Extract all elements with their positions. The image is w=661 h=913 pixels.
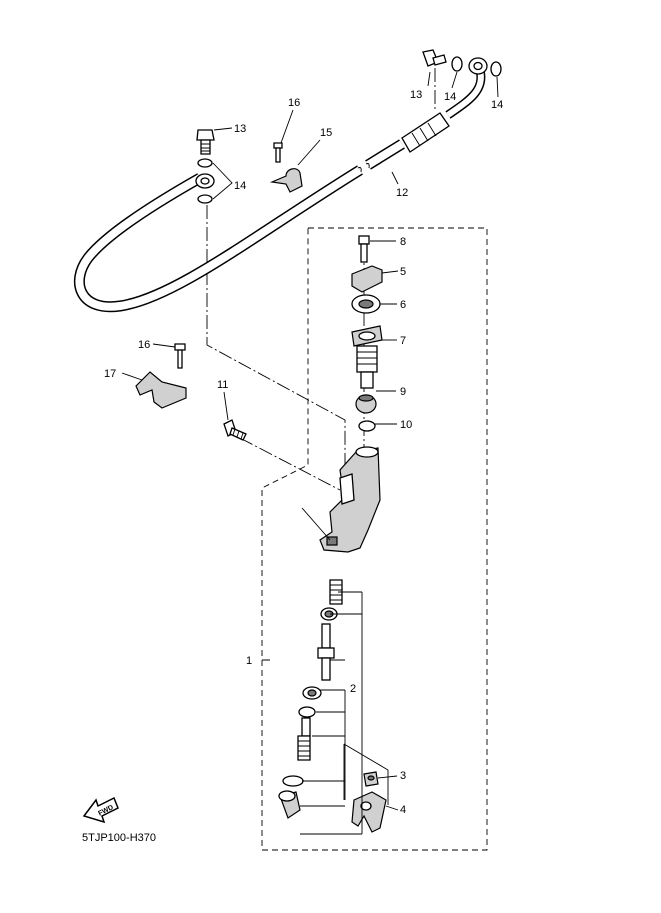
leader-13a [427, 71, 431, 87]
callout-4: 4 [400, 804, 406, 816]
callout-12: 12 [396, 187, 408, 199]
fwd-arrow-icon: FWD [82, 796, 119, 824]
callout-13b: 13 [234, 123, 246, 135]
hose-sleeve [401, 112, 450, 153]
hose-break [357, 163, 370, 173]
washer-upper-b[interactable] [490, 61, 502, 77]
leader-14a [212, 162, 233, 200]
leader-5 [381, 270, 399, 274]
push-rod[interactable] [297, 706, 316, 761]
leader-3 [377, 775, 398, 779]
callout-5: 5 [400, 266, 406, 278]
callout-14a: 14 [234, 180, 246, 192]
callout-15: 15 [320, 127, 332, 139]
callout-8: 8 [400, 236, 406, 248]
callout-3: 3 [400, 770, 406, 782]
washer-upper-a[interactable] [451, 56, 463, 72]
mounting-bolt[interactable] [223, 419, 247, 441]
reservoir-cap[interactable] [351, 265, 383, 293]
banjo-bolt-upper[interactable] [422, 49, 447, 67]
circlip[interactable] [358, 420, 376, 432]
diagram-code: 5TJP100-H370 [82, 832, 156, 844]
leader-11 [223, 391, 229, 421]
cap-plate[interactable] [351, 294, 381, 314]
brake-hose[interactable] [74, 57, 488, 313]
callout-11: 11 [217, 379, 228, 391]
leader-16a [280, 109, 294, 144]
bracket-assembly-2 [330, 689, 346, 800]
piston-spring[interactable] [329, 579, 343, 605]
banjo-bolt-lower[interactable] [196, 129, 215, 155]
alignment-line-bolt [239, 437, 341, 491]
callout-9: 9 [400, 386, 406, 398]
piston[interactable] [317, 623, 335, 681]
hose-clamp-upper[interactable] [269, 168, 303, 193]
bracket-assembly-1 [262, 592, 363, 835]
secondary-cup[interactable] [302, 686, 322, 700]
callout-10: 10 [400, 419, 412, 431]
leader-15 [297, 139, 321, 166]
callout-7: 7 [400, 335, 406, 347]
callout-14b: 14 [444, 91, 456, 103]
callout-6: 6 [400, 299, 406, 311]
callout-17: 17 [104, 368, 116, 380]
master-cylinder-body[interactable] [301, 446, 381, 553]
callout-2: 2 [350, 683, 356, 695]
callout-1: 1 [246, 655, 252, 667]
clevis[interactable] [351, 791, 387, 833]
leader-13b [213, 127, 233, 131]
bracket-3-4 [343, 743, 389, 805]
dust-boot[interactable] [278, 790, 301, 819]
leader-14c [496, 76, 499, 98]
snap-ring[interactable] [282, 775, 304, 787]
clamp-screw-upper[interactable] [273, 142, 283, 163]
reservoir-float[interactable] [355, 394, 377, 414]
callout-16b: 16 [138, 339, 150, 351]
callout-16a: 16 [288, 97, 300, 109]
clamp-screw-lower[interactable] [174, 343, 186, 369]
alignment-line-left [206, 205, 346, 470]
leader-14b [451, 71, 458, 89]
callout-14c: 14 [491, 99, 503, 111]
callout-13a: 13 [410, 89, 422, 101]
leader-17 [121, 372, 143, 381]
washer-lower-b[interactable] [197, 194, 213, 204]
diaphragm[interactable] [351, 325, 383, 389]
leader-12 [391, 171, 399, 185]
cap-screw[interactable] [358, 235, 370, 263]
leader-16b [152, 343, 176, 348]
hose-clamp-lower[interactable] [135, 371, 187, 409]
washer-lower-a[interactable] [197, 158, 213, 168]
leader-4 [385, 805, 399, 811]
bracket-2-ticks [300, 591, 362, 807]
assembly-outline [261, 227, 488, 851]
adjuster-nut[interactable] [363, 771, 379, 787]
